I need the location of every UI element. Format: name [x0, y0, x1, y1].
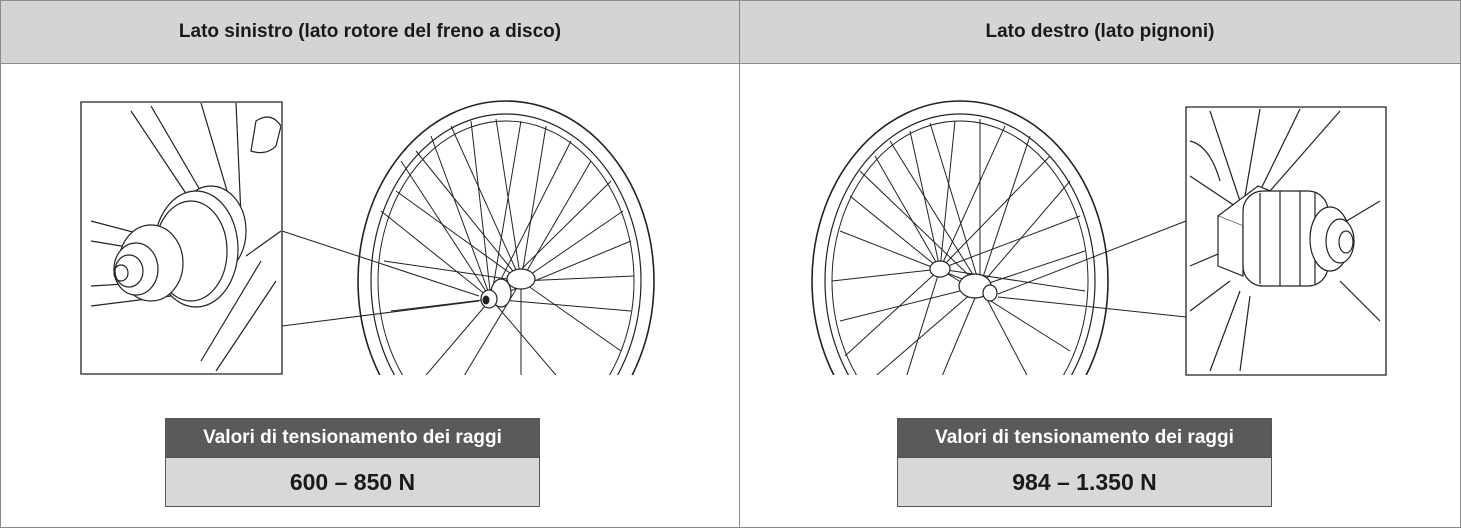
- right-spoke-tension-box: Valori di tensionamento dei raggi 984 – …: [897, 418, 1272, 507]
- left-spoke-tension-value: 600 – 850 N: [166, 457, 539, 506]
- disc-brake-hub-detail: [81, 102, 282, 374]
- right-spoke-tension-title: Valori di tensionamento dei raggi: [898, 419, 1271, 457]
- rear-wheel-left-illustration: [1, 81, 739, 381]
- freehub-body-detail: [1186, 107, 1386, 375]
- rear-wheel-right-illustration: [740, 81, 1460, 381]
- left-spoke-tension-box: Valori di tensionamento dei raggi 600 – …: [165, 418, 540, 507]
- left-side-header: Lato sinistro (lato rotore del freno a d…: [1, 1, 739, 64]
- left-spoke-tension-title: Valori di tensionamento dei raggi: [166, 419, 539, 457]
- left-side-column: Lato sinistro (lato rotore del freno a d…: [1, 1, 740, 527]
- right-side-header: Lato destro (lato pignoni): [740, 1, 1460, 64]
- right-spoke-tension-value: 984 – 1.350 N: [898, 457, 1271, 506]
- rear-wheel-right: [812, 101, 1108, 381]
- rear-wheel-left: [358, 101, 654, 381]
- right-side-column: Lato destro (lato pignoni): [740, 1, 1460, 527]
